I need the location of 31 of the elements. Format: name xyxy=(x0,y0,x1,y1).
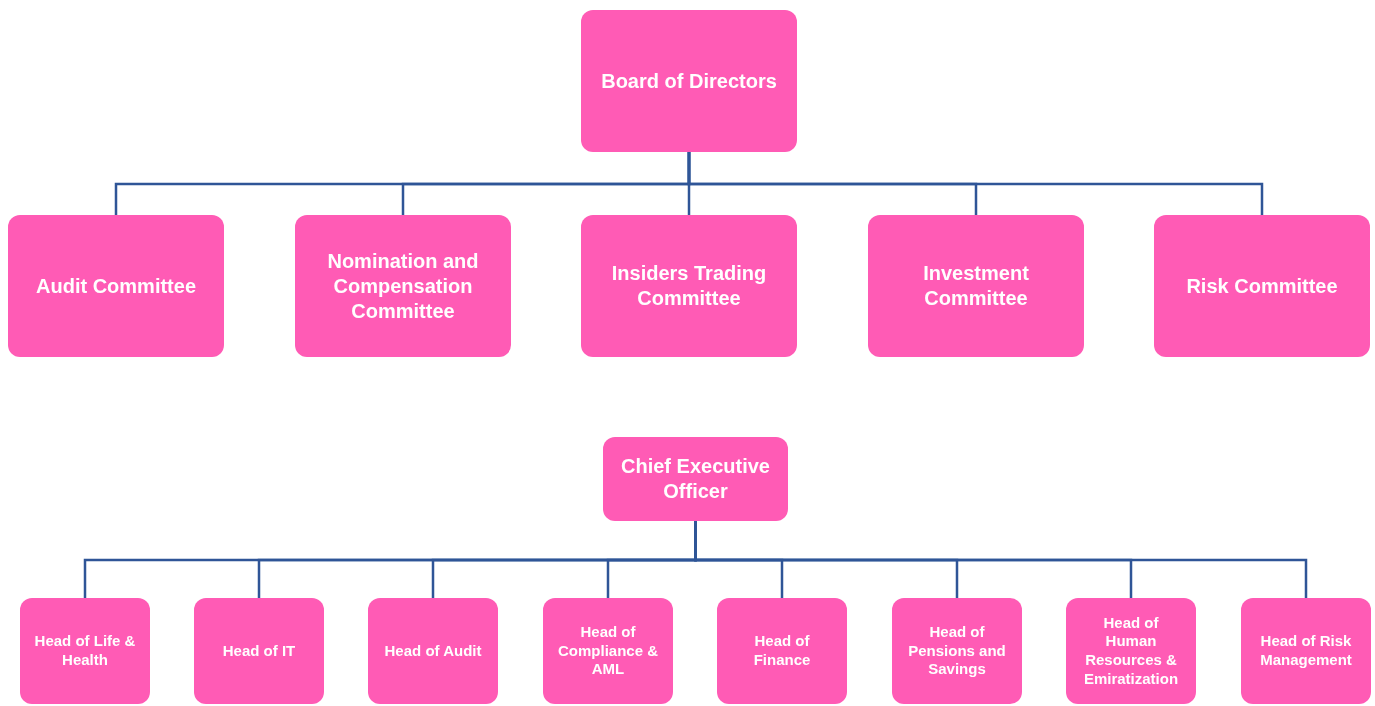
box-title: Chief Executive Officer xyxy=(620,454,771,504)
box-title: Head of Compliance & AML xyxy=(557,622,659,680)
org-box xyxy=(8,215,224,357)
org-box xyxy=(1241,598,1371,704)
box-title: Nomination and Compensation Committee xyxy=(326,248,480,324)
org-box xyxy=(603,437,788,521)
connector-line xyxy=(687,152,1264,215)
box-title: Insiders Trading Committee xyxy=(610,261,768,311)
org-box xyxy=(581,10,797,152)
box-title: Investment Committee xyxy=(922,261,1030,311)
org-box xyxy=(194,598,324,704)
org-box xyxy=(717,598,847,704)
org-box xyxy=(868,215,1084,357)
org-box xyxy=(581,215,797,357)
org-box xyxy=(1154,215,1370,357)
box-title: Head of Human Resources & Emiratization xyxy=(1082,613,1180,689)
box-title: Head of Life & Health xyxy=(33,632,137,670)
org-box xyxy=(543,598,673,704)
box-title: Head of Audit xyxy=(384,641,482,661)
org-box xyxy=(295,215,511,357)
box-title: Audit Committee xyxy=(36,273,196,299)
box-title: Board of Directors xyxy=(601,68,777,94)
org-box xyxy=(1066,598,1196,704)
org-box xyxy=(368,598,498,704)
org-box xyxy=(20,598,150,704)
box-title: Head of Pensions and Savings xyxy=(907,622,1007,680)
box-title: Risk Committee xyxy=(1186,273,1338,299)
box-title: Head of Finance xyxy=(752,632,812,670)
box-title: Head of Risk Management xyxy=(1259,632,1353,670)
box-title: Head of IT xyxy=(222,641,296,661)
org-box xyxy=(892,598,1022,704)
